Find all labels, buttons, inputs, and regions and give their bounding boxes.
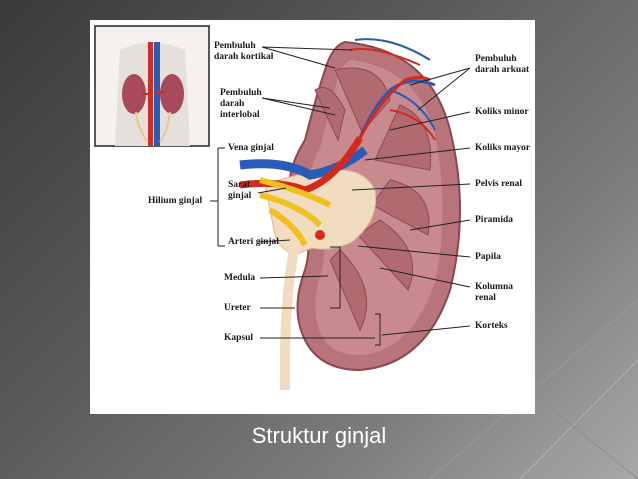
label-line: darah	[220, 99, 245, 109]
label-koliks-mayor: Koliks mayor	[475, 143, 531, 153]
label-medula: Medula	[224, 273, 256, 283]
label-papila: Papila	[475, 252, 501, 262]
label-pembuluh-darah-interlobal: Pembuluh darah interlobal	[220, 88, 262, 121]
label-line: Saraf	[228, 180, 251, 190]
label-pembuluh-darah-arkuat: Pembuluh darah arkuat	[475, 54, 529, 76]
label-line: ginjal	[228, 191, 252, 201]
label-arteri-ginjal: Arteri ginjal	[228, 237, 279, 247]
label-kapsul: Kapsul	[224, 333, 254, 343]
kidney-section	[239, 38, 461, 390]
label-vena-ginjal: Vena ginjal	[228, 143, 274, 153]
label-saraf-ginjal: Saraf ginjal	[228, 180, 251, 202]
label-pelvis-renal: Pelvis renal	[475, 179, 523, 189]
label-kolumna-renal: Kolumna renal	[475, 282, 513, 304]
label-hilium-ginjal: Hilium ginjal	[148, 196, 203, 206]
diagram-panel: Pembuluh darah kortikal Pembuluh darah i…	[90, 20, 535, 414]
label-line: Pembuluh	[214, 41, 256, 51]
label-line: darah kortikal	[214, 52, 274, 62]
label-line: Pembuluh	[220, 88, 262, 98]
label-line: interlobal	[220, 110, 260, 120]
leader-lines	[210, 46, 471, 346]
kidney-diagram	[94, 25, 471, 390]
label-ureter: Ureter	[224, 303, 251, 313]
inset-torso-illustration	[94, 25, 210, 147]
label-line: renal	[475, 293, 496, 303]
label-line: Pembuluh	[475, 54, 517, 64]
label-koliks-minor: Koliks minor	[475, 107, 529, 117]
slide-caption: Struktur ginjal	[251, 423, 387, 448]
label-pembuluh-darah-kortikal: Pembuluh darah kortikal	[214, 41, 273, 63]
label-line: darah arkuat	[475, 65, 530, 75]
label-korteks: Korteks	[475, 321, 508, 331]
label-line: Kolumna	[475, 282, 514, 292]
label-piramida: Piramida	[475, 215, 513, 225]
